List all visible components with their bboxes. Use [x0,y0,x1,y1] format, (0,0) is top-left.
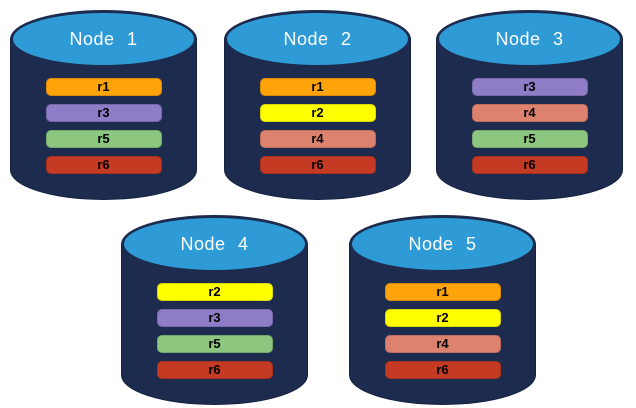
replica-bar: r2 [259,104,376,122]
replica-bar: r5 [471,130,588,148]
node-3-replica-list: r3 r4 r5 r6 [436,78,623,174]
node-4-replica-list: r2 r3 r5 r6 [121,283,308,379]
replica-bar: r6 [156,361,273,379]
replica-bar: r6 [45,156,162,174]
replica-bar: r6 [384,361,501,379]
node-2-cylinder-top: Node 2 [224,10,411,68]
node-4-cylinder: Node 4 r2 r3 r5 r6 [121,215,308,405]
replica-bar: r3 [45,104,162,122]
node-5-replica-list: r1 r2 r4 r6 [349,283,536,379]
node-1-title: Node 1 [69,28,138,49]
node-2-cylinder: Node 2 r1 r2 r4 r6 [224,10,411,200]
node-5-cylinder: Node 5 r1 r2 r4 r6 [349,215,536,405]
node-1-cylinder: Node 1 r1 r3 r5 r6 [10,10,197,200]
replica-bar: r3 [471,78,588,96]
node-4-cylinder-top: Node 4 [121,215,308,273]
replica-bar: r1 [384,283,501,301]
replica-bar: r6 [259,156,376,174]
replica-bar: r1 [259,78,376,96]
replica-bar: r3 [156,309,273,327]
node-3-title: Node 3 [495,28,564,49]
node-1-replica-list: r1 r3 r5 r6 [10,78,197,174]
replica-bar: r5 [156,335,273,353]
replica-bar: r1 [45,78,162,96]
node-2-replica-list: r1 r2 r4 r6 [224,78,411,174]
node-4-title: Node 4 [180,233,249,254]
replica-bar: r2 [384,309,501,327]
node-3-cylinder: Node 3 r3 r4 r5 r6 [436,10,623,200]
node-5-title: Node 5 [408,233,477,254]
replica-bar: r2 [156,283,273,301]
node-1-cylinder-top: Node 1 [10,10,197,68]
node-5-cylinder-top: Node 5 [349,215,536,273]
replica-bar: r6 [471,156,588,174]
replica-bar: r4 [259,130,376,148]
replica-bar: r5 [45,130,162,148]
replica-bar: r4 [471,104,588,122]
node-3-cylinder-top: Node 3 [436,10,623,68]
replica-bar: r4 [384,335,501,353]
node-2-title: Node 2 [283,28,352,49]
